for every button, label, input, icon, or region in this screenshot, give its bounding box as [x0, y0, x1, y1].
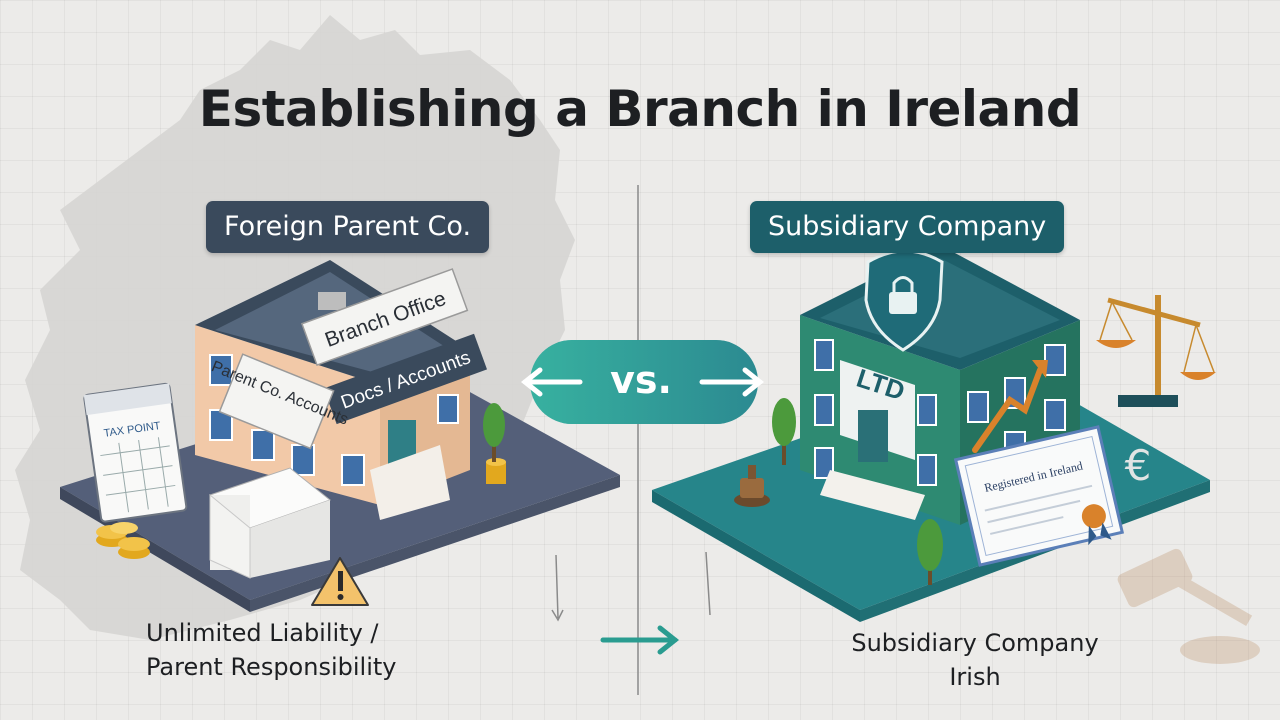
coins-icon — [96, 522, 150, 559]
paper-stack-icon — [208, 467, 332, 579]
tax-calendar: TAX POINT — [83, 382, 188, 523]
certificate: Registered in Ireland — [953, 425, 1125, 567]
tree-icon — [917, 519, 943, 585]
vs-label: vs. — [610, 358, 672, 402]
tree-icon — [772, 398, 796, 465]
arrow-right-icon — [699, 367, 765, 397]
right-caption: Subsidiary Company Irish — [800, 626, 1150, 694]
subsidiary-header: Subsidiary Company — [750, 201, 1065, 253]
bottom-arrow-icon — [600, 625, 680, 655]
euro-icon: € — [1125, 441, 1152, 490]
foreign-parent-header: Foreign Parent Co. — [206, 201, 490, 253]
left-caption: Unlimited Liability / Parent Responsibil… — [146, 616, 396, 684]
scales-icon — [1096, 295, 1216, 407]
arrow-left-icon — [520, 367, 583, 397]
tree-icon — [483, 403, 505, 462]
gavel-watermark-icon — [1117, 548, 1260, 664]
growth-arrow-icon — [972, 360, 1048, 453]
left-caption-line2: Parent Responsibility — [146, 653, 397, 681]
right-caption-line2: Irish — [949, 663, 1001, 691]
gavel-icon — [734, 465, 770, 507]
right-caption-line1: Subsidiary Company — [851, 629, 1099, 657]
page-title: Establishing a Branch in Ireland — [198, 80, 1082, 138]
warning-icon — [311, 557, 369, 606]
left-caption-line1: Unlimited Liability / — [146, 619, 379, 647]
